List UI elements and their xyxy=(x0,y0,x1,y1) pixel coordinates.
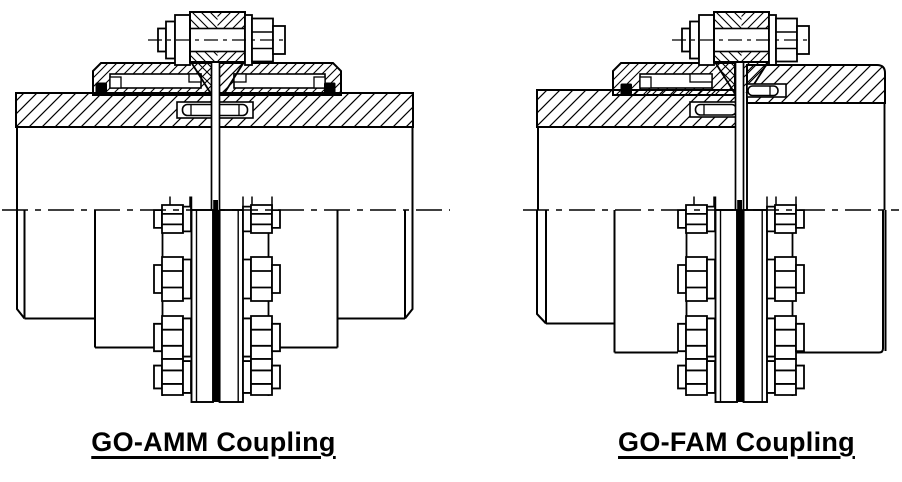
amm-hub-body-edges xyxy=(16,127,414,210)
amm-o-ring-left xyxy=(95,82,107,94)
go-fam-drawing xyxy=(523,12,899,402)
amm-sleeve-slots xyxy=(109,73,326,89)
fam-pin-slot-left xyxy=(689,101,738,118)
fam-sleeve-slot xyxy=(639,73,713,89)
fam-right-hub-body-edges xyxy=(746,103,886,210)
fam-lower-silhouette xyxy=(536,210,887,396)
fam-o-ring xyxy=(620,83,632,95)
go-fam-caption: GO-FAM Coupling xyxy=(618,427,855,457)
go-amm-drawing xyxy=(2,12,450,402)
fam-pin-slot-right xyxy=(746,83,787,98)
amm-o-ring-right xyxy=(324,82,336,94)
go-amm-caption: GO-AMM Coupling xyxy=(91,427,336,457)
